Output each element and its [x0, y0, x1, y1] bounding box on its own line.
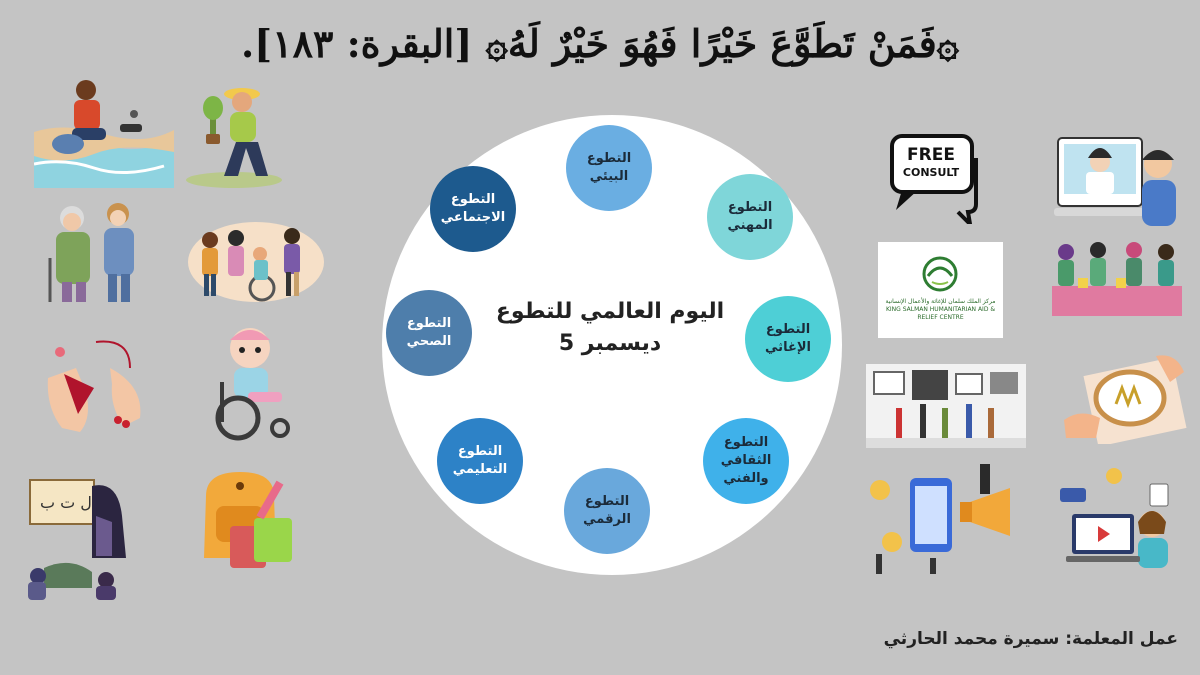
free-consult-text: FREE CONSULT [902, 145, 960, 179]
school-bag-illustration [186, 466, 302, 572]
teacher-credit: عمل المعلمة: سميرة محمد الحارثي [883, 629, 1178, 649]
center-title-line2: ديسمبر 5 [558, 331, 662, 356]
node-social-volunteering: التطوع الاجتماعي [430, 166, 516, 252]
blood-donation-illustration [40, 328, 150, 440]
node-professional-volunteering: التطوع المهني [707, 174, 793, 260]
elderly-care-illustration [36, 198, 154, 304]
ksrelief-logo-text: مركز الملك سلمان للإغاثة والأعمال الإنسا… [885, 298, 996, 321]
node-environmental-volunteering: التطوع البيئي [566, 125, 652, 211]
ksrelief-logo-card: مركز الملك سلمان للإغاثة والأعمال الإنسا… [878, 242, 1003, 338]
e-learning-illustration [1052, 464, 1182, 576]
center-title: اليوم العالمي للتطوع ديسمبر 5 [470, 296, 750, 360]
node-health-volunteering: التطوع الصحي [386, 290, 472, 376]
node-relief-volunteering: التطوع الإغاثي [745, 296, 831, 382]
teaching-illustration: ل ت ب [26, 476, 136, 602]
svg-text:ل ت ب: ل ت ب [40, 493, 92, 512]
quran-verse-title: ۞فَمَنْ تَطَوَّعَ خَيْرًا فَهُوَ خَيْرٌ … [240, 21, 960, 66]
online-doctor-illustration [1052, 134, 1182, 230]
museum-visitors-illustration [866, 364, 1026, 448]
beach-cleanup-illustration [34, 72, 174, 188]
node-educational-volunteering: التطوع التعليمي [437, 418, 523, 504]
inclusive-group-illustration [186, 218, 326, 304]
node-cultural-artistic-volunteering: التطوع الثقافي والفني [703, 418, 789, 504]
digital-marketing-illustration [860, 462, 1030, 576]
center-title-line1: اليوم العالمي للتطوع [495, 299, 725, 324]
wheelchair-child-illustration [208, 322, 298, 442]
embroidery-illustration [1060, 348, 1190, 444]
food-distribution-illustration [1048, 238, 1188, 320]
tree-planting-illustration [184, 80, 284, 188]
free-consult-badge: FREE CONSULT [888, 132, 984, 224]
node-digital-volunteering: التطوع الرقمي [564, 468, 650, 554]
